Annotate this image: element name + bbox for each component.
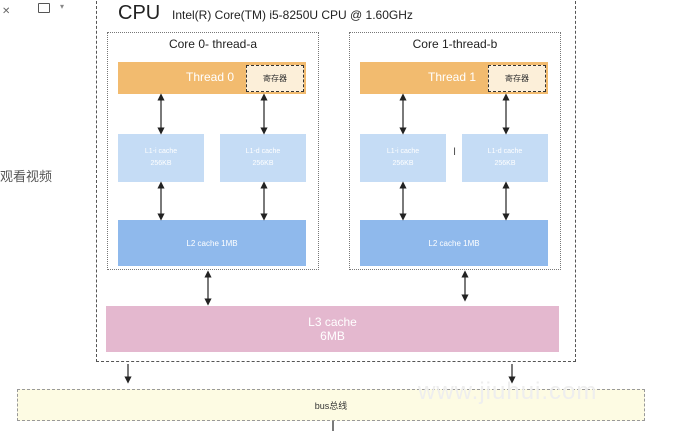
core-0-l1d-name: L1-d cache	[245, 148, 281, 155]
core-1-l1d-size: 256KB	[494, 160, 516, 167]
l3-cache: L3 cache 6MB	[106, 306, 559, 352]
chevron-down-icon[interactable]: ▾	[60, 2, 65, 11]
core-0-l1i-cache: L1-i cache 256KB	[118, 134, 204, 182]
core-0-l1i-name: L1-i cache	[144, 148, 178, 155]
core-0-box	[107, 32, 319, 270]
core-0-l1d-cache: L1-d cache 256KB	[220, 134, 306, 182]
l3-cache-name: L3 cache	[308, 315, 357, 329]
core-0-thread-label: Thread 0	[186, 70, 235, 84]
core-0-register: 寄存器	[246, 65, 304, 92]
core-0-l1d-size: 256KB	[252, 160, 274, 167]
image-icon[interactable]	[38, 3, 50, 13]
core-1-thread-label: Thread 1	[428, 70, 477, 84]
watermark: www.jiuhui.com	[418, 378, 598, 405]
core-1-thread-bar: Thread 1 寄存器	[360, 62, 548, 94]
core-1-l2-cache: L2 cache 1MB	[360, 220, 548, 266]
text-cursor-icon: I	[453, 146, 457, 158]
core-1-l1i-size: 256KB	[392, 160, 414, 167]
core-1-register: 寄存器	[488, 65, 546, 92]
core-0-thread-bar: Thread 0 寄存器	[118, 62, 306, 94]
core-0-l1i-size: 256KB	[150, 160, 172, 167]
cpu-model: Intel(R) Core(TM) i5-8250U CPU @ 1.60GHz	[172, 8, 413, 22]
core-0-l2-cache: L2 cache 1MB	[118, 220, 306, 266]
cpu-title: CPU	[118, 2, 161, 24]
core-1-box	[349, 32, 561, 270]
core-1-l1i-name: L1-i cache	[386, 148, 420, 155]
system-bus: bus总线	[17, 389, 645, 421]
core-1-l1d-name: L1-d cache	[487, 148, 523, 155]
watch-video-text[interactable]: 观看视频	[0, 169, 53, 184]
core-1-label: Core 1-thread-b	[412, 37, 498, 51]
core-1-l1i-cache: L1-i cache 256KB	[360, 134, 446, 182]
core-0-label: Core 0- thread-a	[168, 37, 258, 51]
cpu-container	[96, 0, 576, 362]
l3-cache-size: 6MB	[320, 329, 345, 343]
close-icon[interactable]: ✕	[2, 6, 11, 17]
core-1-l1d-cache: L1-d cache 256KB	[462, 134, 548, 182]
